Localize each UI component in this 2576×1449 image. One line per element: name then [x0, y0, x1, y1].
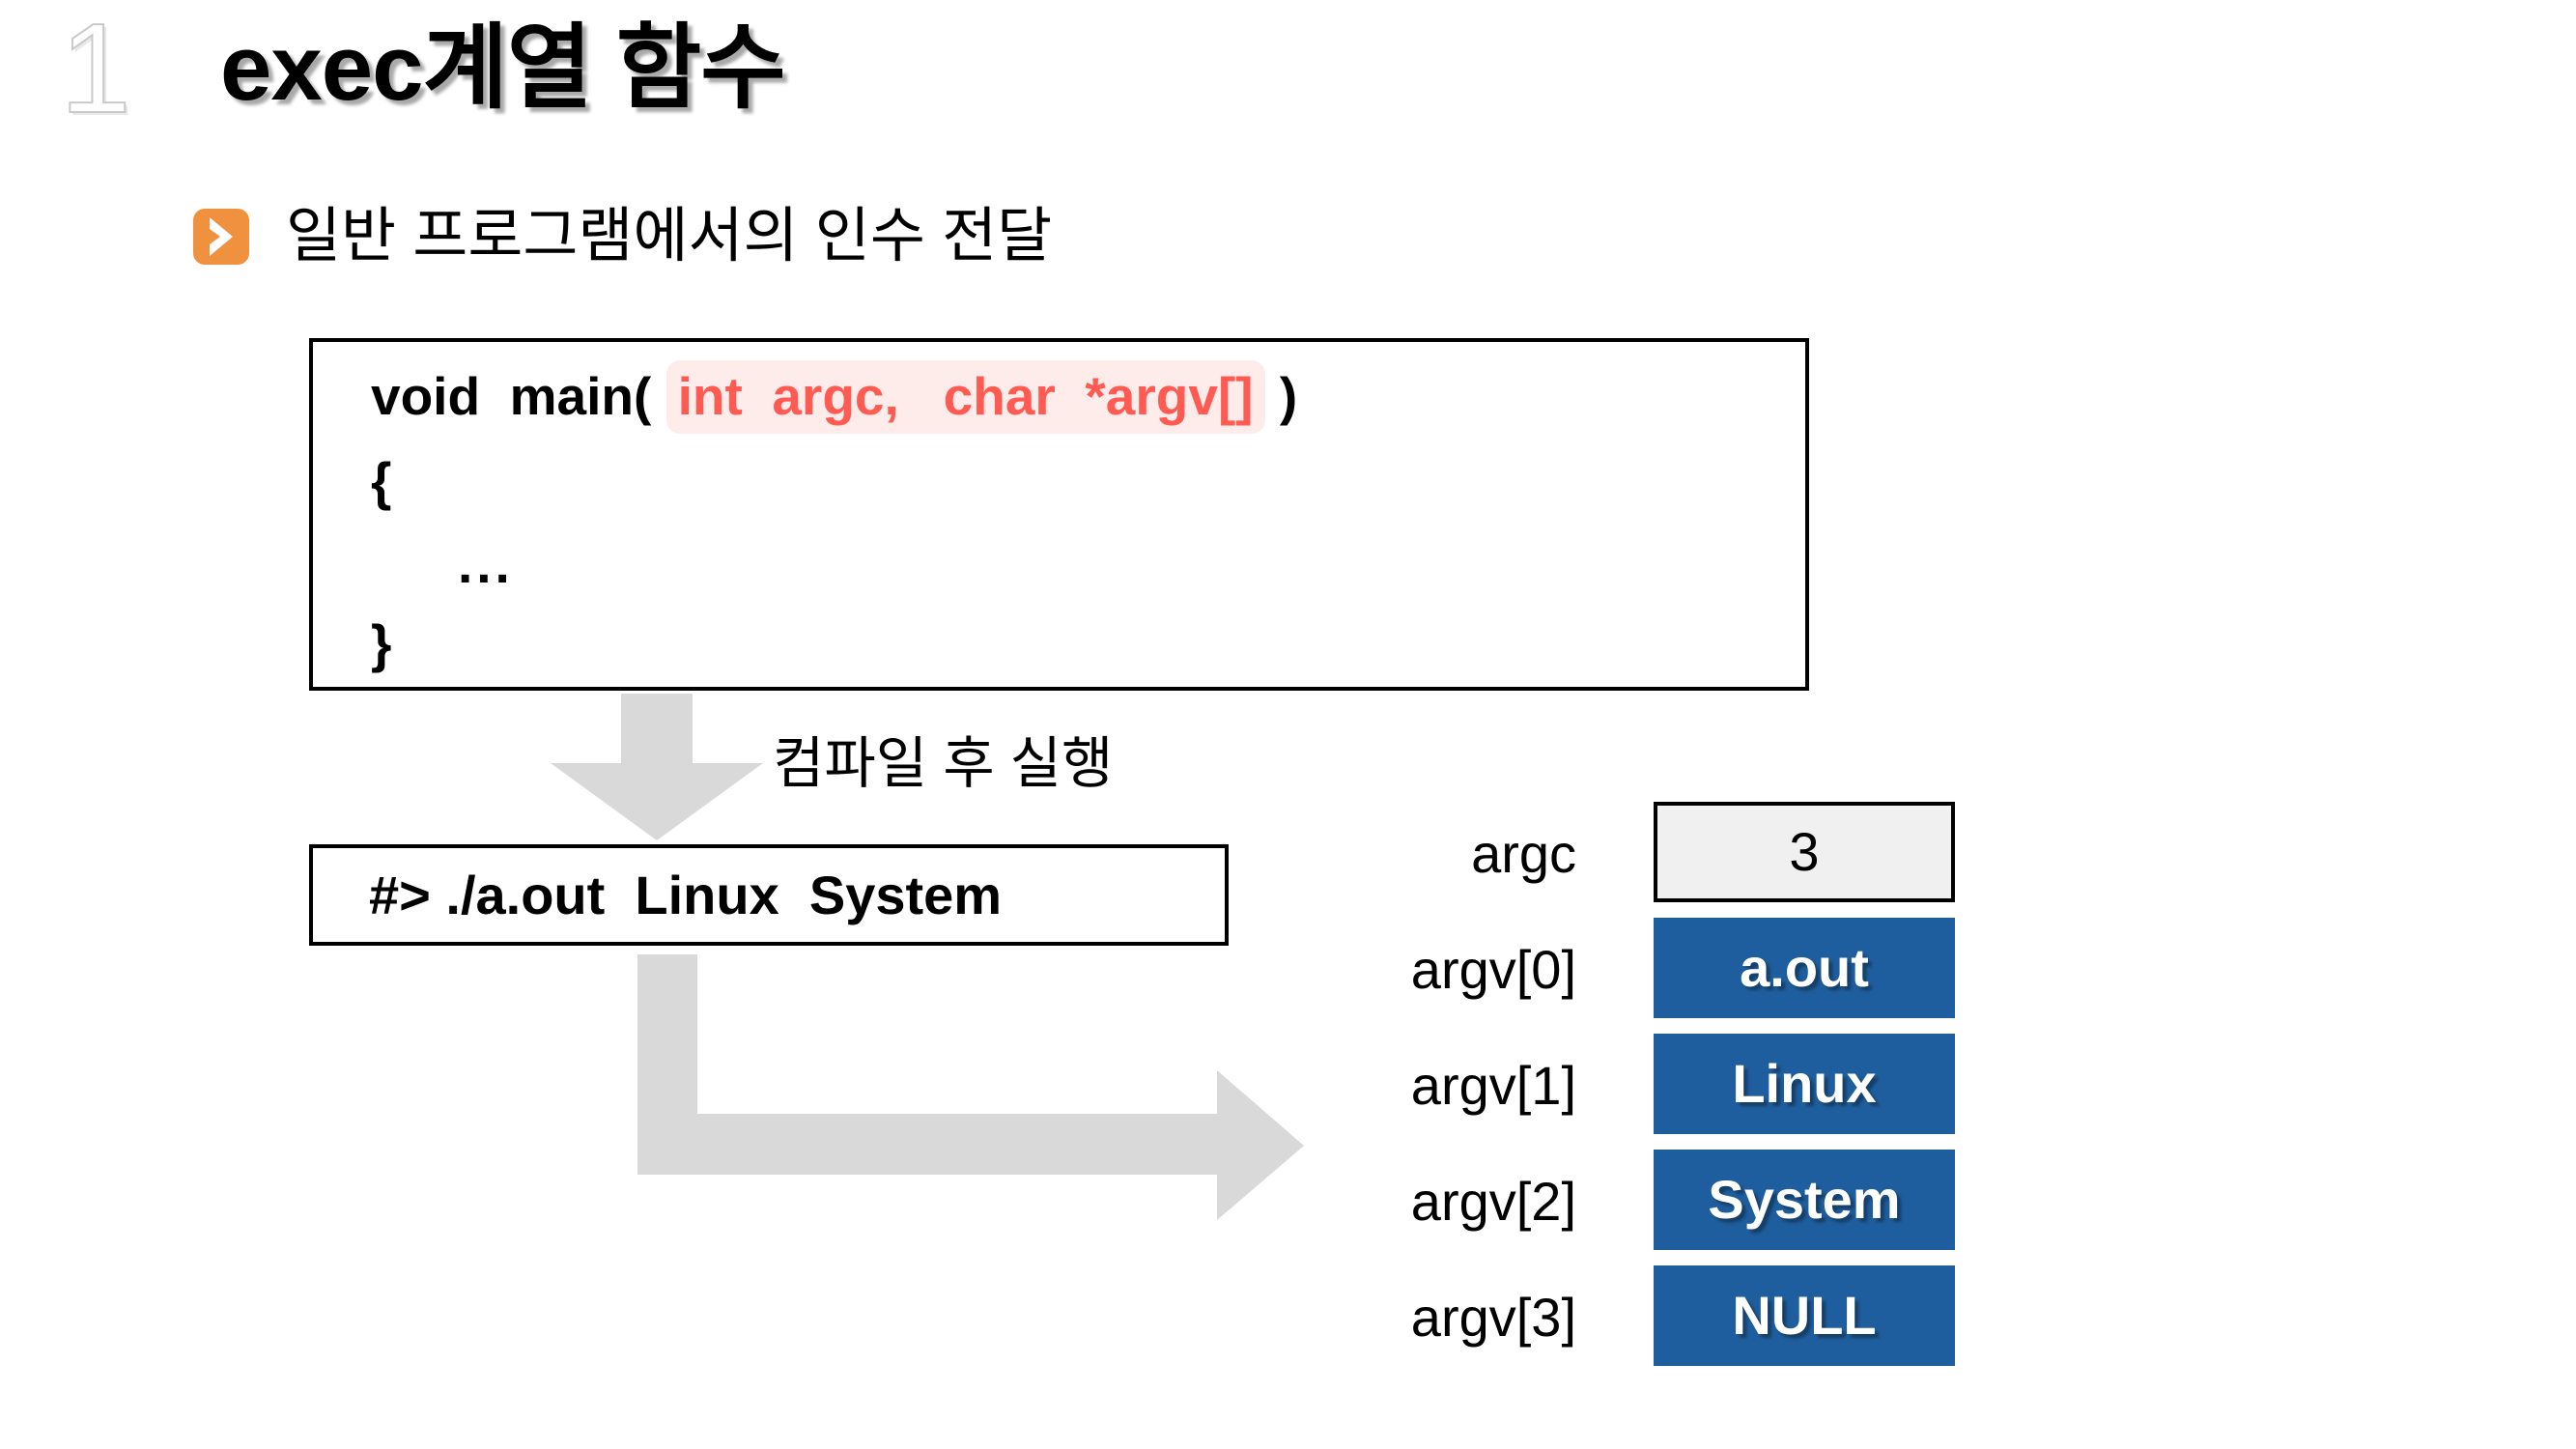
- arg-label: argv[0]: [1410, 939, 1576, 1000]
- bullet-label: 일반 프로그램에서의 인수 전달: [286, 203, 1053, 270]
- table-row: argc 3: [1352, 802, 1961, 918]
- bullet-row: 일반 프로그램에서의 인수 전달: [193, 205, 1052, 269]
- arrow-down-icon: [546, 694, 768, 843]
- arg-label: argc: [1471, 823, 1576, 884]
- arg-table: argc 3 argv[0] a.out argv[1] Linux argv[…: [1352, 802, 1961, 1381]
- page-title: exec계열 함수: [220, 16, 786, 120]
- command-box: #> ./a.out Linux System: [309, 844, 1229, 946]
- arg-label: argv[2]: [1410, 1171, 1576, 1232]
- arrow-elbow-right-icon: [637, 954, 1304, 1225]
- code-ellipsis: ...: [458, 534, 514, 594]
- table-row: argv[3] NULL: [1352, 1265, 1961, 1381]
- code-line-signature: void main( int argc, char *argv[] ): [371, 360, 1298, 434]
- command-text: #> ./a.out Linux System: [369, 864, 1003, 925]
- code-signature-prefix: void main(: [371, 366, 666, 426]
- table-row: argv[2] System: [1352, 1150, 1961, 1265]
- code-signature-suffix: ): [1264, 366, 1298, 426]
- arg-value: a.out: [1654, 918, 1955, 1018]
- arg-value: Linux: [1654, 1034, 1955, 1134]
- arg-value: System: [1654, 1150, 1955, 1250]
- compile-caption: 컴파일 후 실행: [773, 732, 1114, 795]
- code-close-brace: }: [371, 613, 392, 673]
- arg-value: 3: [1654, 802, 1955, 902]
- chevron-right-icon: [193, 209, 249, 265]
- arg-value: NULL: [1654, 1265, 1955, 1366]
- code-signature-highlight: int argc, char *argv[]: [665, 360, 1265, 434]
- table-row: argv[1] Linux: [1352, 1034, 1961, 1150]
- slide-number: 1: [59, 0, 131, 139]
- code-open-brace: {: [371, 451, 392, 511]
- table-row: argv[0] a.out: [1352, 918, 1961, 1034]
- code-box: void main( int argc, char *argv[] ) { ..…: [309, 338, 1809, 691]
- arg-label: argv[3]: [1410, 1287, 1576, 1348]
- arg-label: argv[1]: [1410, 1055, 1576, 1116]
